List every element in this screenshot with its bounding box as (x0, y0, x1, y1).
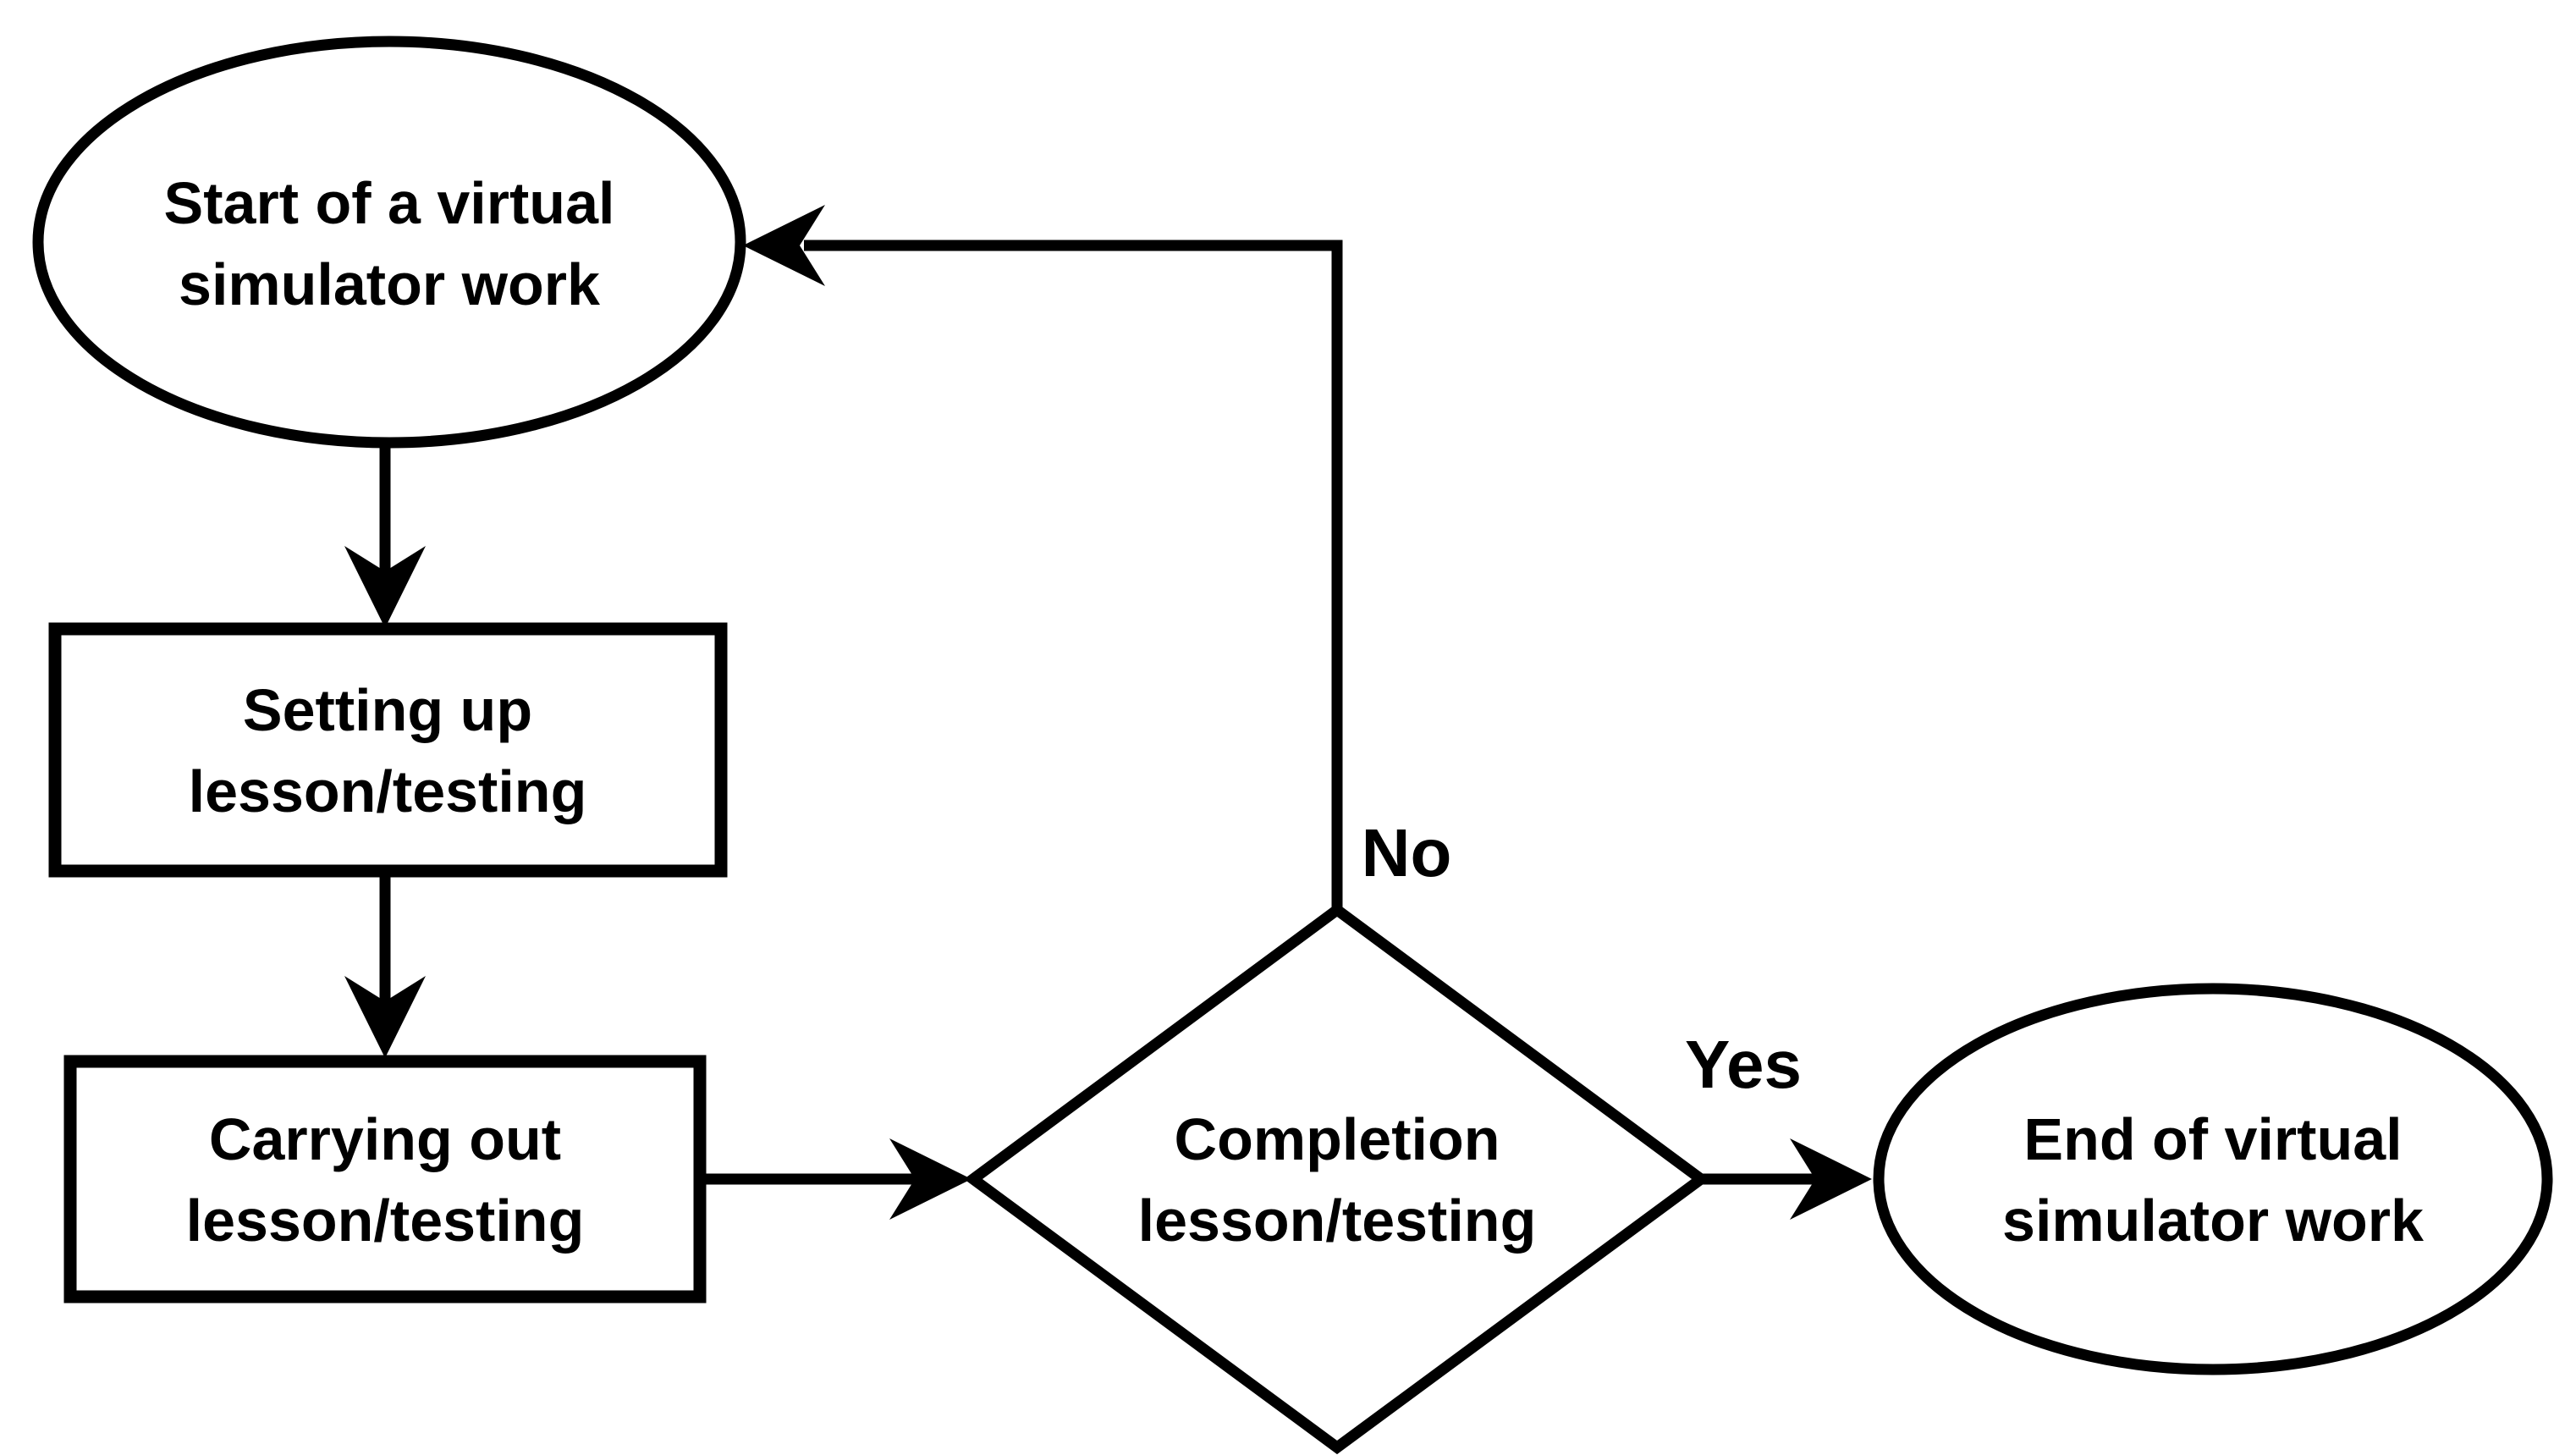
edge-carry-to-decision (700, 1138, 972, 1220)
edge-start-to-setup (344, 443, 426, 628)
carry-out-rect-shape (63, 1055, 707, 1303)
arrowhead-right-icon (1790, 1138, 1872, 1220)
carry-out-label-line2: lesson/testing (186, 1188, 585, 1254)
edge-setup-to-carry (344, 871, 426, 1058)
setup-rect-shape (48, 622, 728, 878)
arrowhead-down-icon (344, 976, 426, 1058)
arrowhead-right-icon (889, 1138, 972, 1220)
node-carry-out: Carrying out lesson/testing (63, 1055, 707, 1303)
start-label-line1: Start of a virtual (164, 170, 615, 236)
decision-label-line1: Completion (1175, 1106, 1500, 1172)
node-start: Start of a virtual simulator work (32, 36, 746, 449)
carry-out-label-line1: Carrying out (209, 1106, 561, 1172)
decision-label-line2: lesson/testing (1138, 1188, 1537, 1254)
start-label-line2: simulator work (179, 251, 600, 317)
node-end: End of virtual simulator work (1873, 983, 2553, 1375)
edge-decision-to-start-line (804, 240, 1343, 912)
end-label-line1: End of virtual (2023, 1106, 2402, 1172)
arrowhead-down-icon (344, 546, 426, 628)
edge-decision-to-start: No (743, 205, 1451, 912)
edge-label-yes: Yes (1685, 1027, 1802, 1102)
start-ellipse-shape (32, 36, 746, 449)
decision-diamond-shape (964, 902, 1710, 1455)
end-label-line2: simulator work (2002, 1188, 2424, 1254)
node-decision: Completion lesson/testing (964, 902, 1710, 1455)
node-setup: Setting up lesson/testing (48, 622, 728, 878)
edge-label-no: No (1362, 815, 1452, 890)
setup-label-line1: Setting up (243, 677, 532, 743)
edge-decision-to-end: Yes (1685, 1027, 1872, 1220)
end-ellipse-shape (1873, 983, 2553, 1375)
setup-label-line2: lesson/testing (189, 758, 587, 824)
arrowhead-left-icon (743, 205, 825, 286)
